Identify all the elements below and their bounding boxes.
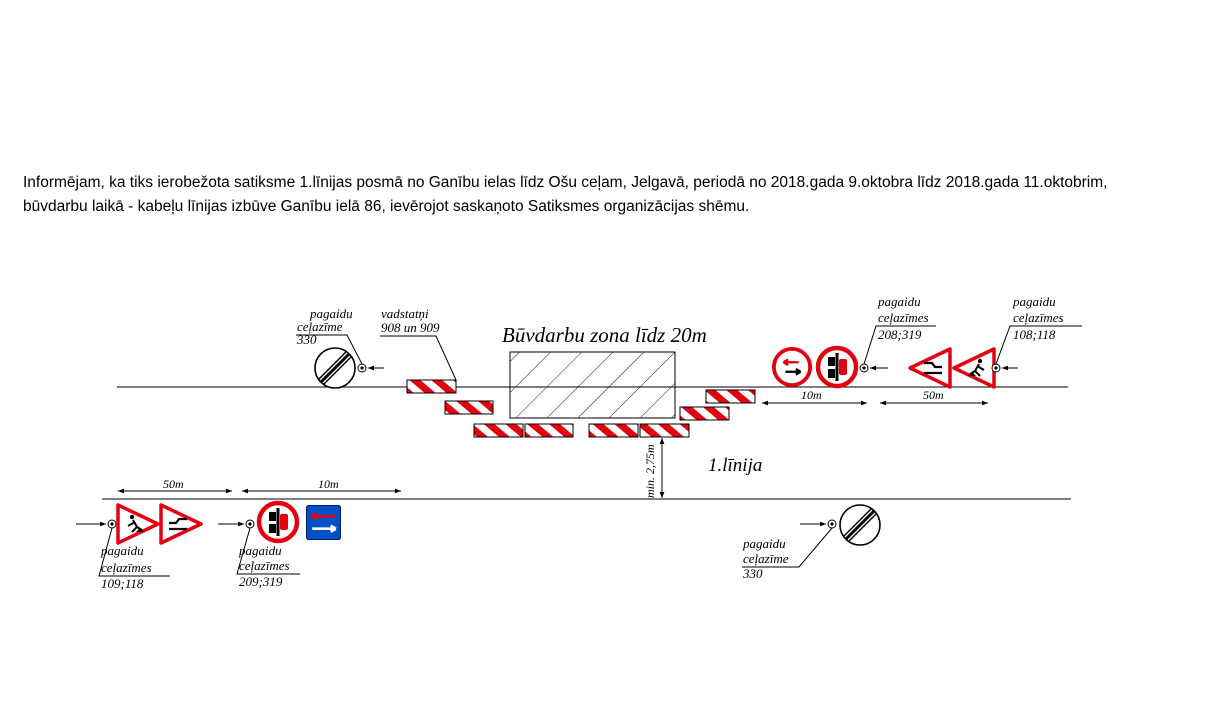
sign-label-l2: ceļazīmes (101, 560, 152, 575)
road-works-warning-icon (952, 347, 996, 389)
barrier (588, 423, 639, 438)
dimension-bottom-50m-label: 50m (163, 477, 184, 491)
sign-label-l2: ceļazīme (743, 551, 789, 566)
sign-post-icon (107, 519, 117, 529)
barrier (524, 423, 574, 438)
sign-label-l1: pagaidu (309, 306, 353, 321)
sign-label-l3: 208;319 (878, 327, 922, 342)
leader-line (98, 527, 170, 577)
intro-line-2: būvdarbu laikā - kabeļu līnijas izbūve G… (23, 198, 749, 215)
dimension-top-50m-label: 50m (923, 388, 944, 402)
priority-blue-sign-icon (306, 505, 341, 540)
barrier (705, 389, 756, 404)
sign-post-icon (859, 363, 869, 373)
sign-label-l3: 209;319 (239, 574, 283, 589)
sign-label-l1: pagaidu (877, 294, 921, 309)
barrier (406, 379, 457, 394)
barrier (639, 423, 690, 438)
road-narrows-warning-icon (908, 347, 952, 389)
sign-label-l3: 330 (296, 332, 317, 347)
sign-label-l3: 330 (742, 566, 763, 581)
barrier-leader-line (380, 335, 457, 381)
sign-post-icon (827, 519, 837, 529)
barriers (406, 379, 756, 438)
work-zone-label: Būvdarbu zona līdz 20m (502, 323, 707, 347)
barrier-label-line2: 908 un 909 (381, 320, 440, 335)
road-works-warning-icon (116, 503, 160, 545)
lane-width-label: min. 2,75m (643, 444, 657, 498)
priority-oncoming-sign-icon (771, 346, 813, 388)
leader-line (863, 325, 936, 365)
sign-label-l1: pagaidu (742, 536, 786, 551)
leader-line (236, 527, 300, 575)
sign-label-l3: 109;118 (101, 576, 144, 591)
dimension-bottom-10m-label: 10m (318, 477, 339, 491)
priority-over-oncoming-sign-icon (818, 348, 856, 386)
barrier (444, 400, 494, 415)
sign-label-l2: ceļazīmes (1013, 310, 1064, 325)
end-restriction-sign-icon (313, 346, 357, 390)
leader-line (742, 527, 833, 568)
sign-label-l2: ceļazīmes (239, 558, 290, 573)
intro-line-1: Informējam, ka tiks ierobežota satiksme … (23, 174, 1107, 191)
work-zone-hatched-area (509, 351, 676, 419)
road-narrows-warning-icon (159, 503, 203, 545)
barrier-label-line1: vadstatņi (381, 306, 429, 321)
sign-post-icon (991, 363, 1001, 373)
sign-label-l1: pagaidu (238, 543, 282, 558)
barrier (473, 423, 524, 438)
priority-over-oncoming-sign-icon (259, 503, 297, 541)
sign-post-icon (245, 519, 255, 529)
barrier (679, 406, 730, 421)
sign-label-l1: pagaidu (100, 543, 144, 558)
sign-label-l2: ceļazīme (297, 319, 343, 334)
sign-label-l2: ceļazīmes (878, 310, 929, 325)
dimension-top-10m-label: 10m (801, 388, 822, 402)
end-restriction-sign-icon (838, 503, 882, 547)
road-name-label: 1.līnija (708, 455, 762, 476)
sign-label-l3: 108;118 (1013, 327, 1056, 342)
leader-line (995, 325, 1082, 365)
leader-line (296, 334, 363, 365)
sign-post-icon (357, 363, 367, 373)
sign-label-l1: pagaidu (1012, 294, 1056, 309)
